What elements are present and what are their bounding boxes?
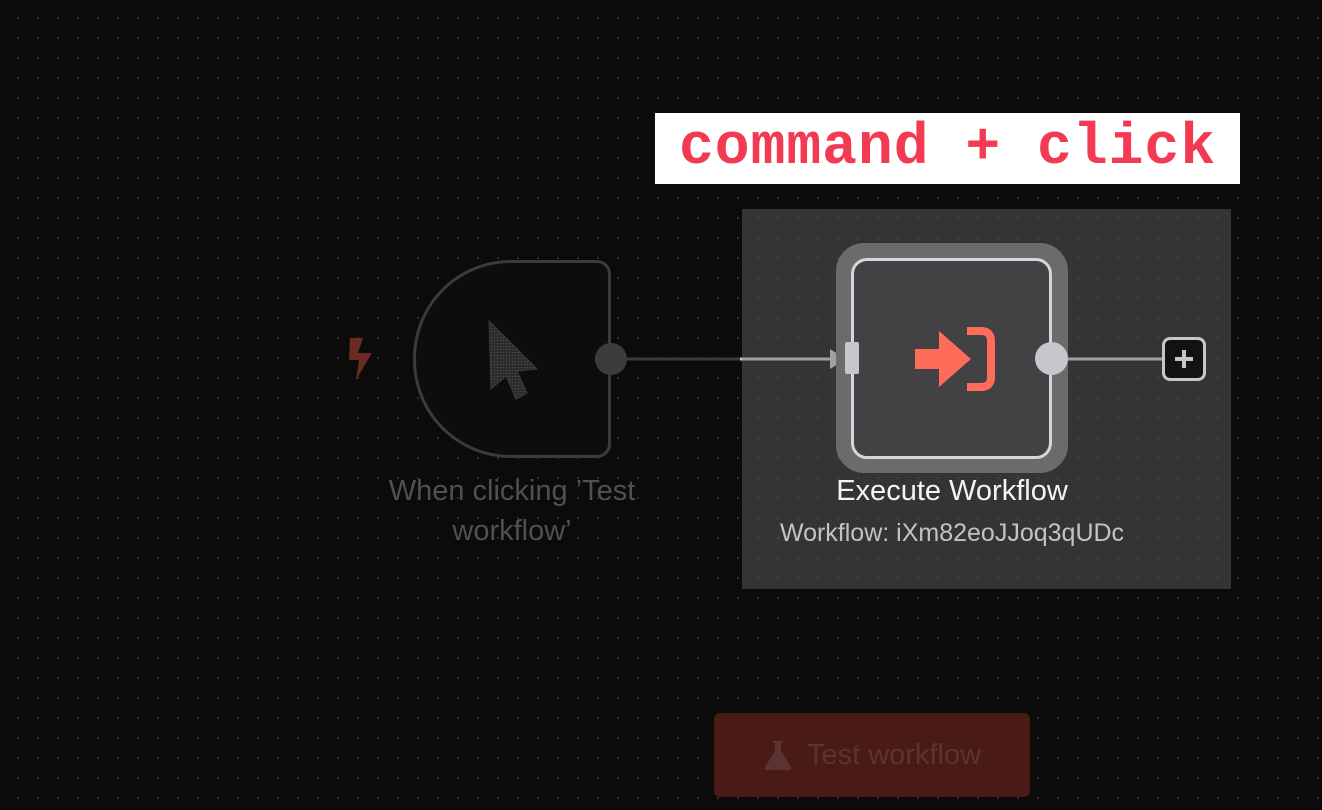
add-node-button[interactable] (1162, 337, 1206, 381)
execute-output-handle[interactable] (1035, 342, 1068, 375)
test-workflow-label: Test workflow (806, 738, 982, 771)
sign-in-arrow-icon (915, 327, 995, 391)
trigger-node-label: When clicking ’Test workflow’ (388, 475, 636, 547)
execute-node-title: Execute Workflow (836, 475, 1068, 507)
flask-icon (764, 741, 792, 770)
execute-workflow-node[interactable] (851, 258, 1052, 459)
trigger-node-manual[interactable] (413, 260, 611, 458)
mouse-pointer-icon (488, 319, 539, 400)
annotation-text: command + click (678, 116, 1217, 181)
execute-input-handle[interactable] (845, 342, 859, 374)
test-workflow-button[interactable]: Test workflow (714, 713, 1030, 797)
plus-icon (1175, 350, 1193, 368)
execute-node-subtitle: Workflow: iXm82eoJJoq3qUDc (779, 519, 1125, 547)
lightning-bolt-icon (349, 338, 372, 380)
keyboard-hint-annotation: command + click (655, 113, 1240, 184)
trigger-output-handle[interactable] (595, 343, 627, 375)
